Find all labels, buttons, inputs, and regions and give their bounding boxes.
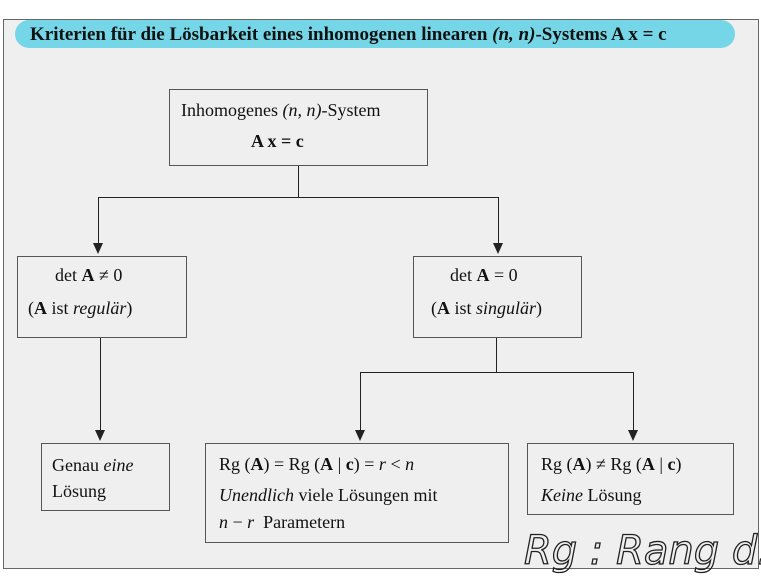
arrow-head xyxy=(355,430,365,441)
singular-box xyxy=(413,256,582,338)
connector xyxy=(98,197,499,198)
connector xyxy=(360,372,634,373)
system-box xyxy=(169,89,428,166)
svg-text:Rg : Rang d. M: Rg : Rang d. M xyxy=(524,528,761,574)
connector xyxy=(100,338,101,432)
diagram-title: Kriterien für die Lösbarkeit eines inhom… xyxy=(30,24,667,45)
det-zero: det A = 0 xyxy=(450,265,518,285)
singular-label: (A ist singulär) xyxy=(431,298,543,318)
unique-solution-box xyxy=(41,443,170,511)
arrow-head xyxy=(93,243,103,254)
regular-box xyxy=(17,256,187,338)
title-banner xyxy=(15,20,735,48)
parameter-count: n − r Parametern xyxy=(219,512,346,532)
det-nonzero: det A ≠ 0 xyxy=(55,265,123,285)
rank-unequal-condition: Rg (A) ≠ Rg (A | c) xyxy=(541,454,682,474)
system-label: Inhomogenes (n, n)-System xyxy=(181,100,381,120)
arrow-head xyxy=(493,243,503,254)
connector xyxy=(360,372,361,432)
arrow-head xyxy=(95,430,105,441)
no-solution-text: Keine Lösung xyxy=(541,485,642,505)
handwritten-note: Rg : Rang d. M xyxy=(523,527,761,574)
system-equation: A x = c xyxy=(251,131,304,151)
connector xyxy=(98,197,99,245)
connector xyxy=(298,166,299,198)
regular-label: (A ist regulär) xyxy=(28,298,133,318)
arrow-head xyxy=(628,430,638,441)
connector xyxy=(633,372,634,432)
unique-solution-line1: Genau eine xyxy=(52,455,134,475)
no-solution-box xyxy=(527,443,734,515)
connector xyxy=(498,197,499,245)
connector xyxy=(496,338,497,373)
unique-solution-line2: Lösung xyxy=(52,481,106,501)
infinite-solutions-text: Unendlich viele Lösungen mit xyxy=(219,485,438,505)
infinite-solutions-box xyxy=(205,443,509,543)
rank-equal-condition: Rg (A) = Rg (A | c) = r < n xyxy=(219,454,415,474)
